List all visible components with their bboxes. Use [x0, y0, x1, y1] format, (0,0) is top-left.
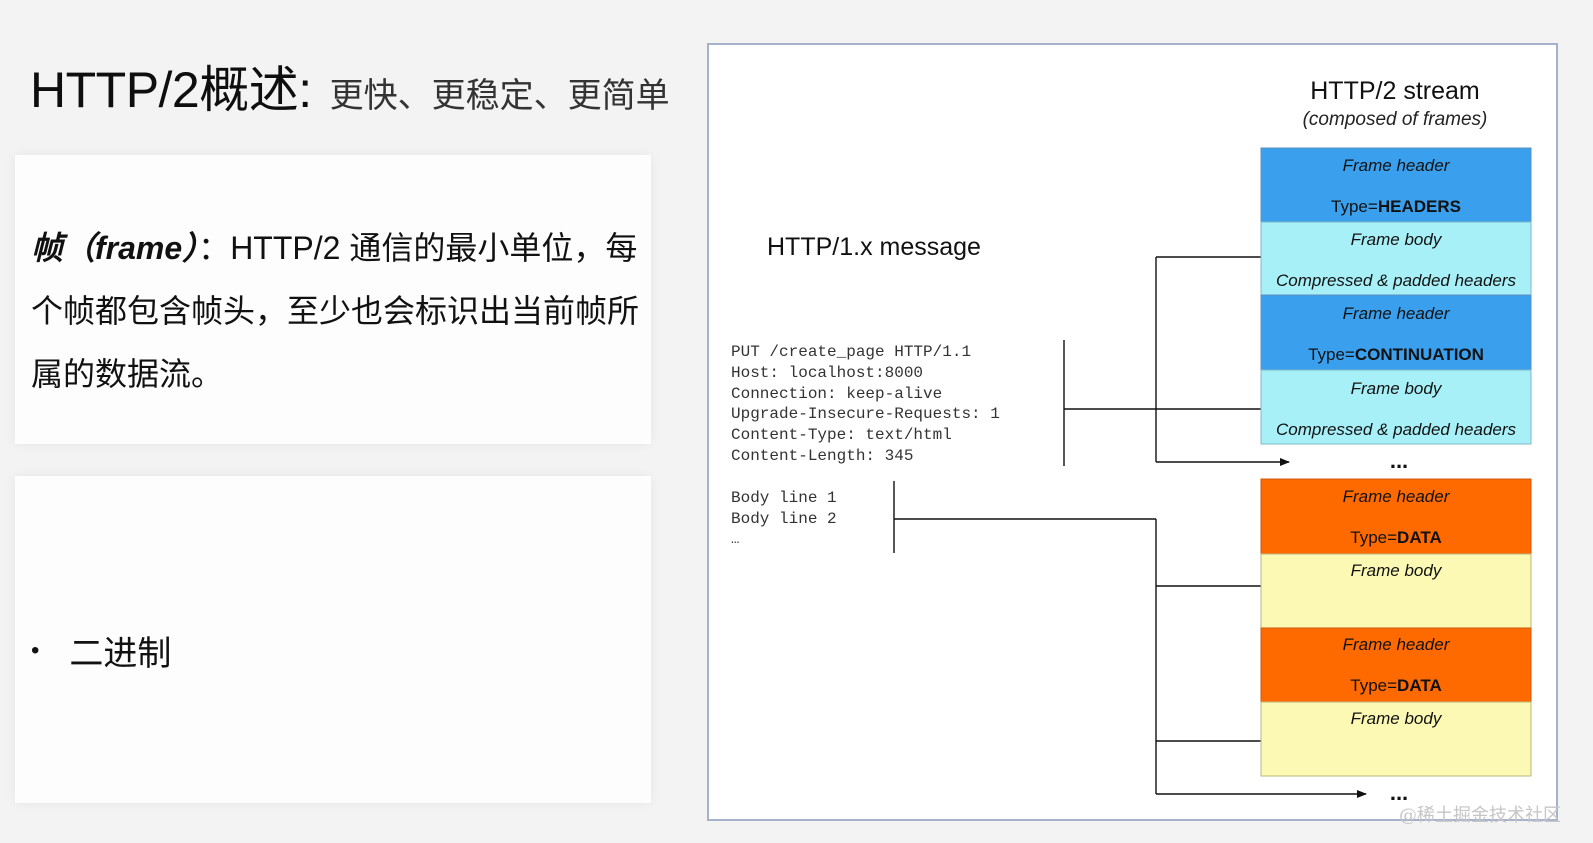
frame-type-prefix: Type=: [1331, 197, 1378, 216]
stream-title: HTTP/2 stream: [1310, 77, 1479, 105]
frame-header-data-1: [1260, 478, 1532, 555]
frame-type-value: CONTINUATION: [1355, 345, 1484, 364]
bullet-text: 二进制: [69, 635, 172, 673]
page-title: HTTP/2概述: 更快、更稳定、更简单: [30, 50, 670, 130]
frame-type-prefix: Type=: [1350, 528, 1397, 547]
frame-header-label: Frame header: [1343, 487, 1451, 506]
header-line: Connection: keep-alive: [731, 385, 942, 403]
bullet-item-binary: • 二进制: [31, 626, 171, 675]
frame-body-continuation: [1260, 369, 1532, 445]
frame-body-detail: Compressed & padded headers: [1276, 271, 1517, 290]
data-ellipsis: ...: [1390, 780, 1408, 805]
frame-body-detail: Compressed & padded headers: [1276, 420, 1517, 439]
frame-term: 帧（frame）: [31, 230, 199, 266]
frame-type-value: DATA: [1397, 528, 1442, 547]
header-lines: PUT /create_page HTTP/1.1 Host: localhos…: [731, 343, 1000, 465]
header-line: Upgrade-Insecure-Requests: 1: [731, 405, 1000, 423]
binary-card: • 二进制: [15, 476, 651, 803]
frame-type-prefix: Type=: [1308, 345, 1355, 364]
frame-type-value: DATA: [1397, 676, 1442, 695]
frame-body-label: Frame body: [1351, 561, 1443, 580]
frame-type-label: Type=DATA: [1350, 528, 1442, 547]
body-line: …: [731, 532, 739, 548]
frame-header-data-2: [1260, 627, 1532, 703]
bullet-dot: •: [31, 636, 40, 664]
frame-body-headers: [1260, 221, 1532, 296]
title-subtitle: 更快、更稳定、更简单: [329, 77, 670, 115]
body-line: Body line 2: [731, 510, 837, 528]
frame-type-label: Type=DATA: [1350, 676, 1442, 695]
frame-definition-text: 帧（frame）：HTTP/2 通信的最小单位，每个帧都包含帧头，至少也会标识出…: [31, 217, 643, 406]
watermark: @稀土掘金技术社区: [1399, 805, 1561, 826]
frame-header-continuation: [1260, 294, 1532, 371]
frame-body-label: Frame body: [1351, 230, 1443, 249]
http2-stream-diagram: HTTP/2 stream (composed of frames) HTTP/…: [707, 43, 1558, 821]
frame-body-label: Frame body: [1351, 709, 1443, 728]
body-lines: Body line 1 Body line 2 …: [731, 489, 837, 548]
frame-type-prefix: Type=: [1350, 676, 1397, 695]
body-line: Body line 1: [731, 489, 837, 507]
frame-term-colon: ：: [198, 230, 231, 266]
frame-header-label: Frame header: [1343, 635, 1451, 654]
frame-definition-card: 帧（frame）：HTTP/2 通信的最小单位，每个帧都包含帧头，至少也会标识出…: [15, 155, 651, 444]
stream-subtitle: (composed of frames): [1303, 109, 1488, 130]
diagram-canvas: HTTP/2 stream (composed of frames) HTTP/…: [731, 77, 1532, 805]
frame-body-data-2: [1260, 701, 1532, 777]
headers-ellipsis: ...: [1390, 448, 1408, 473]
frame-header-label: Frame header: [1343, 304, 1451, 323]
header-line: Content-Length: 345: [731, 447, 913, 465]
title-main: HTTP/2概述:: [30, 62, 312, 118]
frame-description: HTTP/2 通信的最小单位，每个帧都包含帧头，至少也会标识出当前帧所属的数据流…: [31, 230, 640, 392]
frame-type-label: Type=CONTINUATION: [1308, 345, 1484, 364]
frame-type-value: HEADERS: [1378, 197, 1461, 216]
message-title: HTTP/1.x message: [767, 233, 981, 261]
frame-type-label: Type=HEADERS: [1331, 197, 1461, 216]
frame-header-label: Frame header: [1343, 156, 1451, 175]
header-line: Host: localhost:8000: [731, 364, 923, 382]
frame-body-label: Frame body: [1351, 379, 1443, 398]
header-line: Content-Type: text/html: [731, 426, 952, 444]
header-line: PUT /create_page HTTP/1.1: [731, 343, 971, 361]
stream-frames: Frame header Type=HEADERS Frame body Com…: [1260, 147, 1532, 805]
frame-header-headers: [1260, 147, 1532, 223]
